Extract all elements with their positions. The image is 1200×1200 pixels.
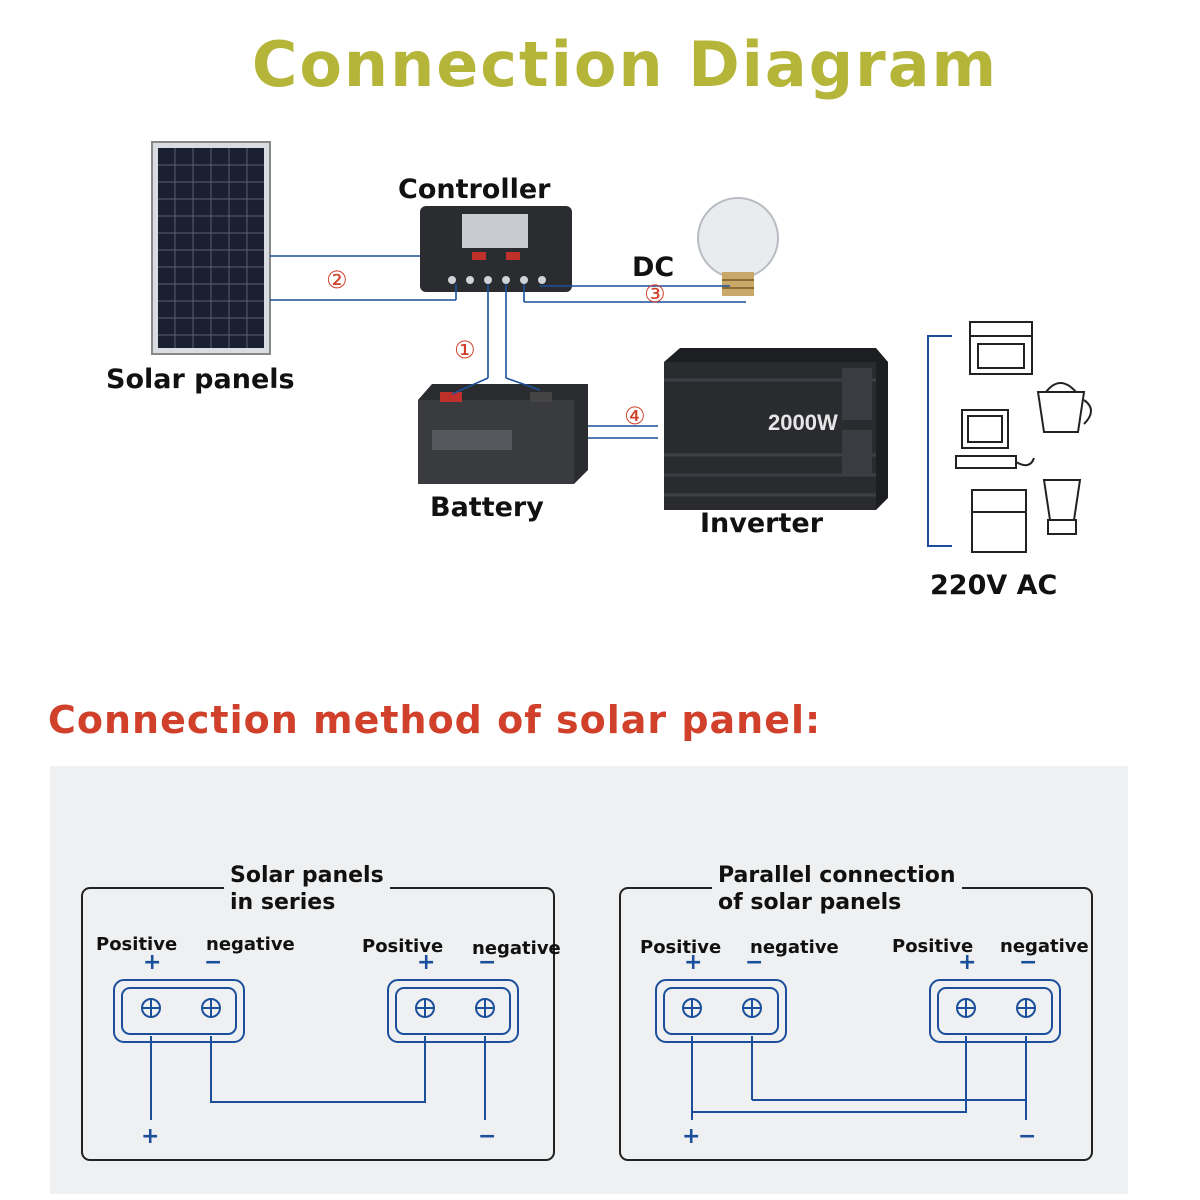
step-4-marker: ④ [624,402,646,430]
battery-label: Battery [430,492,544,523]
series-frame [81,887,555,1161]
parallel-title-line-1: Parallel connection [718,863,956,888]
parallel-p1-positive-label: Positive [640,937,722,958]
series-p1-negative-label: negative [206,934,295,955]
step-3-marker: ③ [644,280,666,308]
series-title-line-1: Solar panels [230,863,384,888]
parallel-p1-minus-sign: − [745,950,764,975]
ac-label: 220V AC [930,570,1058,601]
series-p1-positive-label: Positive [96,934,178,955]
terminal-blocks [113,979,1061,1043]
ac-output-bracket [927,335,952,547]
step-1-marker: ① [454,336,476,364]
battery-image [418,384,588,484]
section-subtitle: Connection method of solar panel: [48,698,822,742]
solar-panels-label: Solar panels [106,364,295,395]
series-p1-plus-sign: + [143,950,162,975]
parallel-frame [619,887,1093,1161]
stove-icon [969,321,1033,375]
appliances-group [955,321,1092,553]
computer-icon [955,409,1035,469]
series-p2-plus-sign: + [417,950,436,975]
blender-icon [1042,479,1082,535]
controller-label: Controller [398,174,551,205]
series-wiring [150,1036,486,1120]
parallel-p2-plus-sign: + [958,950,977,975]
parallel-title: Parallel connection of solar panels [712,862,962,916]
series-p2-positive-label: Positive [362,936,444,957]
page-title: Connection Diagram [251,28,999,101]
inverter-rating-text: 2000W [768,410,838,435]
parallel-p2-negative-label: negative [1000,936,1089,957]
parallel-output-plus: + [682,1124,701,1149]
bulb-icon [697,197,779,296]
parallel-output-minus: − [1018,1124,1037,1149]
terminal-screws [141,998,1036,1018]
series-p2-minus-sign: − [478,950,497,975]
series-title-line-2: in series [230,890,336,915]
dc-label: DC [632,252,675,283]
series-output-plus: + [141,1124,160,1149]
parallel-title-line-2: of solar panels [718,890,902,915]
series-output-minus: − [478,1124,497,1149]
series-p1-minus-sign: − [204,950,223,975]
parallel-p1-negative-label: negative [750,937,839,958]
parallel-wiring [691,1036,1027,1120]
parallel-p2-minus-sign: − [1019,950,1038,975]
wiring-top [270,255,746,439]
parallel-p2-positive-label: Positive [892,936,974,957]
kettle-icon [1036,382,1092,433]
series-title: Solar panels in series [224,862,390,916]
controller-image [420,206,572,292]
series-p2-negative-label: negative [472,938,561,959]
step-2-marker: ② [326,266,348,294]
inverter-label: Inverter [700,508,824,539]
inverter-image: 2000W [664,348,888,510]
solar-panel-image [151,141,271,355]
parallel-p1-plus-sign: + [684,950,703,975]
fridge-icon [971,489,1027,553]
